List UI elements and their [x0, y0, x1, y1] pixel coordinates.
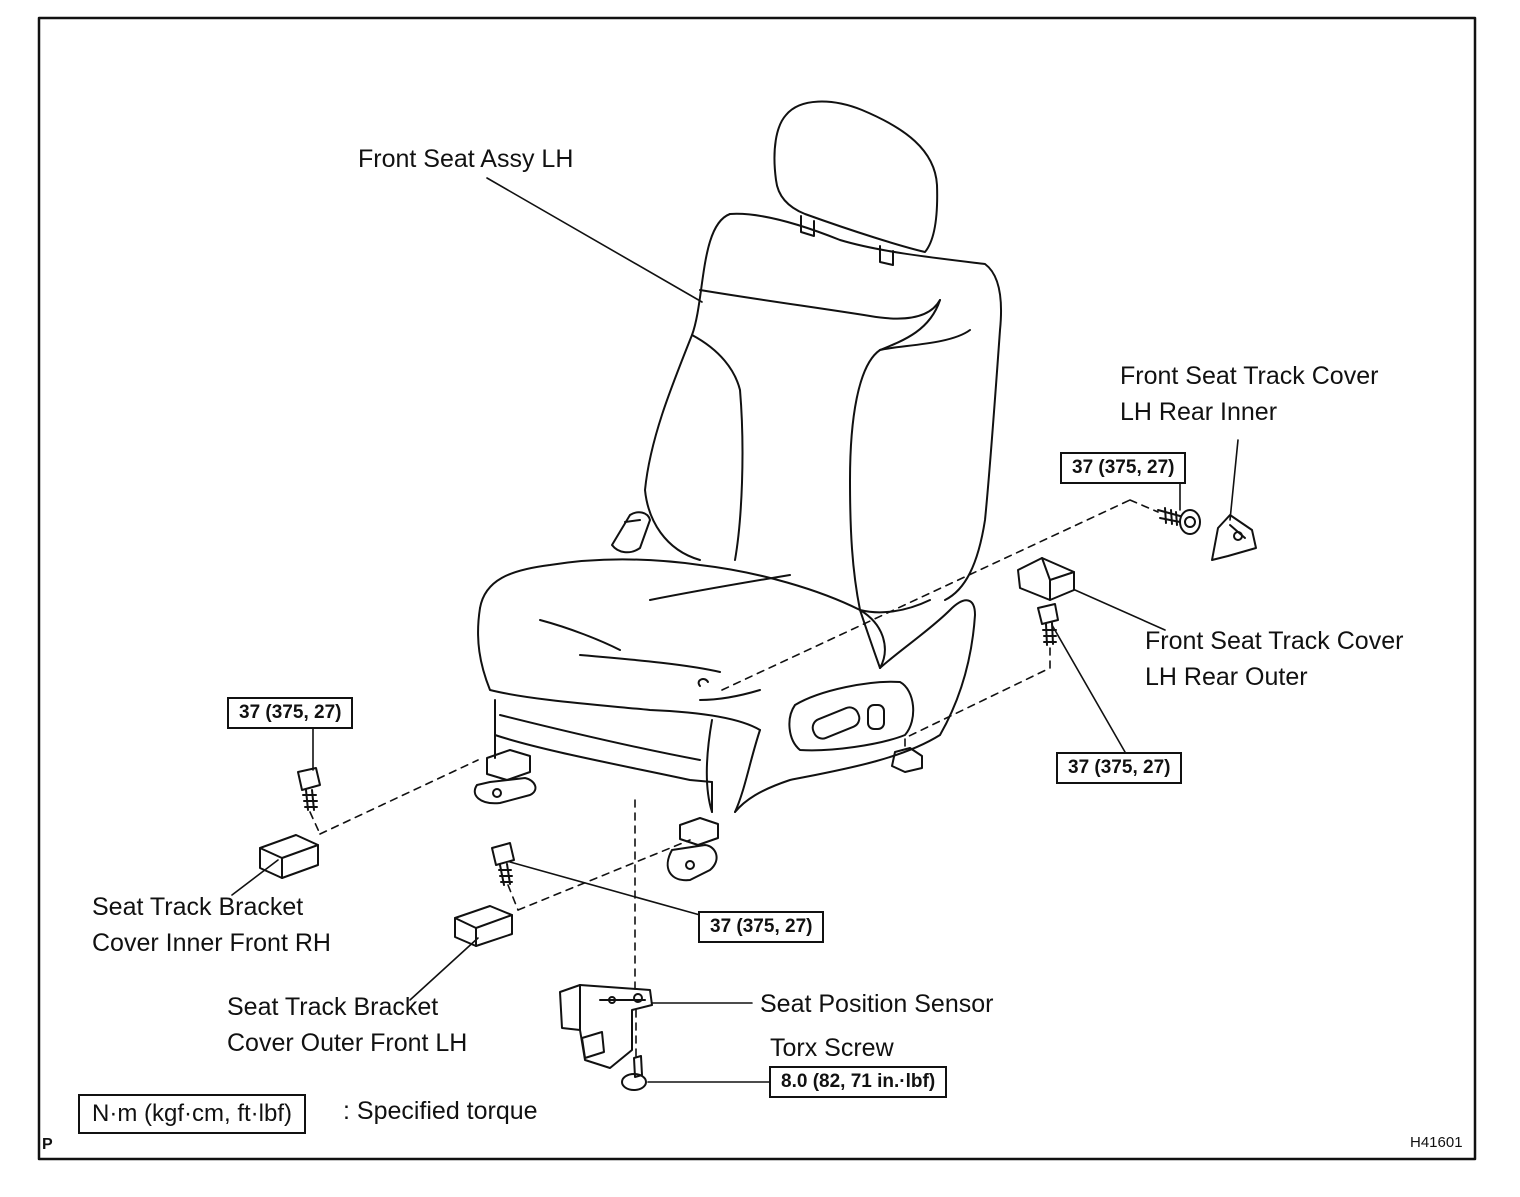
torque-rear-inner-bolt: 37 (375, 27) — [1060, 452, 1187, 484]
leader-rear-inner-cover — [1229, 439, 1239, 521]
label-inner-front-rh-line2: Cover Inner Front RH — [92, 929, 331, 957]
corner-mark-right: H41601 — [1410, 1134, 1463, 1151]
bolt-rear-inner — [1157, 507, 1201, 535]
track-cover-rear-outer — [1017, 557, 1075, 601]
assembly-dashed-lines — [309, 499, 1159, 1057]
legend-specified-torque: : Specified torque — [343, 1097, 538, 1125]
legend-torque-unit: N·m (kgf·cm, ft·lbf) — [78, 1094, 306, 1134]
torx-screw — [621, 1055, 647, 1091]
label-outer-front-lh-line1: Seat Track Bracket — [227, 993, 439, 1021]
diagram-frame — [37, 16, 1477, 1161]
leader-rear-outer-cover — [1074, 589, 1166, 631]
leader-front-outer-torque — [509, 861, 701, 916]
leader-front-inner-cover — [231, 859, 279, 896]
leader-front-seat-assy — [486, 177, 703, 303]
seat-position-sensor — [559, 984, 653, 1069]
label-rear-inner-cover-line2: LH Rear Inner — [1120, 398, 1278, 426]
bracket-cover-outer-front-lh — [454, 905, 513, 947]
label-inner-front-rh-line1: Seat Track Bracket — [92, 893, 304, 921]
bolt-front-outer — [491, 842, 515, 886]
front-seat-assembly — [473, 100, 1003, 882]
label-outer-front-lh-line2: Cover Outer Front LH — [227, 1029, 468, 1057]
leader-rear-outer-torque — [1051, 624, 1126, 753]
label-front-seat-assy: Front Seat Assy LH — [358, 145, 574, 173]
torque-front-outer-bolt: 37 (375, 27) — [698, 911, 825, 943]
torque-torx-screw: 8.0 (82, 71 in.·lbf) — [769, 1066, 948, 1098]
bracket-cover-inner-front-rh — [259, 834, 319, 879]
bolt-front-inner — [297, 767, 321, 811]
label-rear-outer-cover-line2: LH Rear Outer — [1145, 663, 1308, 691]
leader-front-outer-cover — [409, 937, 479, 1001]
leader-lines — [231, 177, 1239, 1083]
torque-rear-outer-bolt: 37 (375, 27) — [1056, 752, 1183, 784]
label-seat-position-sensor: Seat Position Sensor — [760, 990, 994, 1018]
label-rear-outer-cover-line1: Front Seat Track Cover — [1145, 627, 1404, 655]
track-cover-rear-inner — [1211, 514, 1257, 561]
bolt-rear-outer — [1037, 603, 1059, 646]
corner-mark-left: P — [42, 1136, 53, 1153]
torque-front-inner-bolt: 37 (375, 27) — [227, 697, 354, 729]
label-torx-screw: Torx Screw — [770, 1034, 894, 1062]
label-rear-inner-cover-line1: Front Seat Track Cover — [1120, 362, 1379, 390]
